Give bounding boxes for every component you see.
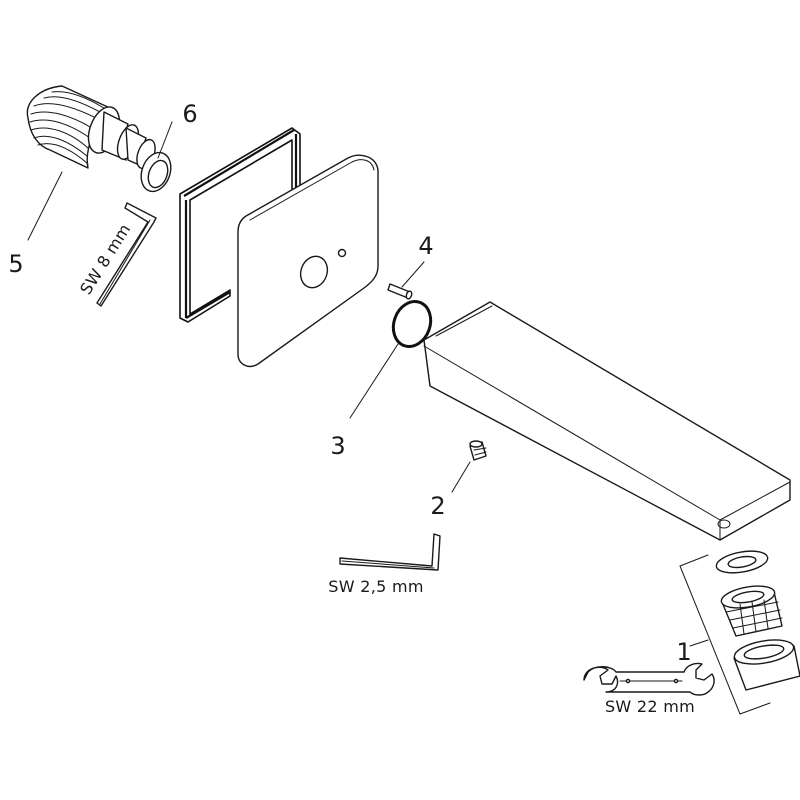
part-6-connector-o-ring	[140, 151, 172, 193]
part-3-o-ring	[391, 300, 433, 348]
wall-gasket-frame	[179, 127, 301, 323]
leader-line-1	[689, 639, 709, 647]
hex-key-2-5mm	[339, 533, 441, 571]
leader-line-5	[27, 171, 63, 241]
part-2-set-screw	[469, 440, 487, 461]
wrench-22mm	[583, 662, 715, 696]
hex-key-2-5mm-label: SW 2,5 mm	[328, 577, 423, 596]
part-5-threaded-connector	[26, 85, 156, 170]
hex-key-8mm	[96, 202, 157, 307]
spout	[423, 301, 791, 541]
callout-6: 6	[182, 100, 197, 128]
part-4-pin	[387, 283, 413, 300]
square-cover-plate	[237, 154, 379, 368]
wrench-22mm-label: SW 22 mm	[605, 697, 695, 716]
callout-1: 1	[676, 638, 691, 666]
callout-3: 3	[330, 432, 345, 460]
leader-line-6	[157, 121, 173, 159]
part-1-aerator-set	[715, 550, 800, 691]
leader-line-4	[401, 261, 425, 288]
callout-4: 4	[418, 232, 433, 260]
part-1-bracket	[679, 554, 771, 715]
callout-2: 2	[430, 492, 445, 520]
leader-line-3	[349, 343, 399, 419]
leader-line-2	[451, 461, 471, 493]
callout-5: 5	[8, 250, 23, 278]
